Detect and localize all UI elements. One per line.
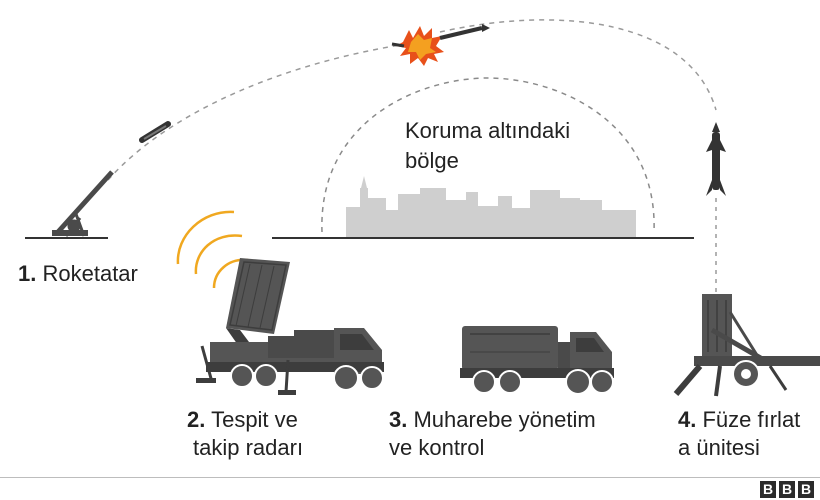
interceptor-trajectory — [439, 19, 717, 111]
incoming-rocket-icon — [139, 121, 171, 143]
step-3-line2: ve kontrol — [389, 435, 485, 460]
rocket-trajectory — [107, 41, 421, 181]
protected-zone-line1: Koruma altındaki — [405, 118, 571, 143]
logo-letter: B — [798, 481, 814, 498]
protected-zone-label: Koruma altındaki bölge — [405, 116, 570, 176]
step-3-line1: Muharebe yönetim — [413, 407, 596, 432]
step-4-line1: Füze fırlat — [702, 407, 801, 432]
step-4-label: 4. Füze fırlat a ünitesi — [678, 406, 800, 462]
step-4-number: 4. — [678, 407, 697, 432]
city-skyline — [346, 176, 636, 238]
step-1-label: 1. Roketatar — [18, 260, 138, 288]
logo-letter: B — [779, 481, 795, 498]
step-3-label: 3. Muharebe yönetim ve kontrol — [389, 406, 596, 462]
step-2-line2: takip radarı — [193, 435, 304, 460]
protected-zone-line2: bölge — [405, 148, 459, 173]
footer-divider — [0, 477, 820, 478]
command-control-truck-icon — [460, 326, 614, 395]
bbc-logo: B B B — [760, 481, 814, 498]
step-2-number: 2. — [187, 407, 206, 432]
interceptor-missile-icon — [706, 122, 726, 196]
missile-launcher-icon — [673, 294, 820, 397]
step-4-line2: a ünitesi — [678, 435, 760, 460]
step-2-label: 2. Tespit ve takip radarı — [187, 406, 303, 462]
step-2-line1: Tespit ve — [211, 407, 298, 432]
step-3-number: 3. — [389, 407, 408, 432]
radar-truck-icon — [196, 258, 384, 395]
step-1-text: Roketatar — [42, 261, 138, 286]
logo-letter: B — [760, 481, 776, 498]
protected-zone-dome — [321, 77, 655, 233]
step-1-number: 1. — [18, 261, 37, 286]
rocket-launcher-icon — [52, 170, 114, 237]
interception-explosion-icon — [391, 24, 490, 66]
